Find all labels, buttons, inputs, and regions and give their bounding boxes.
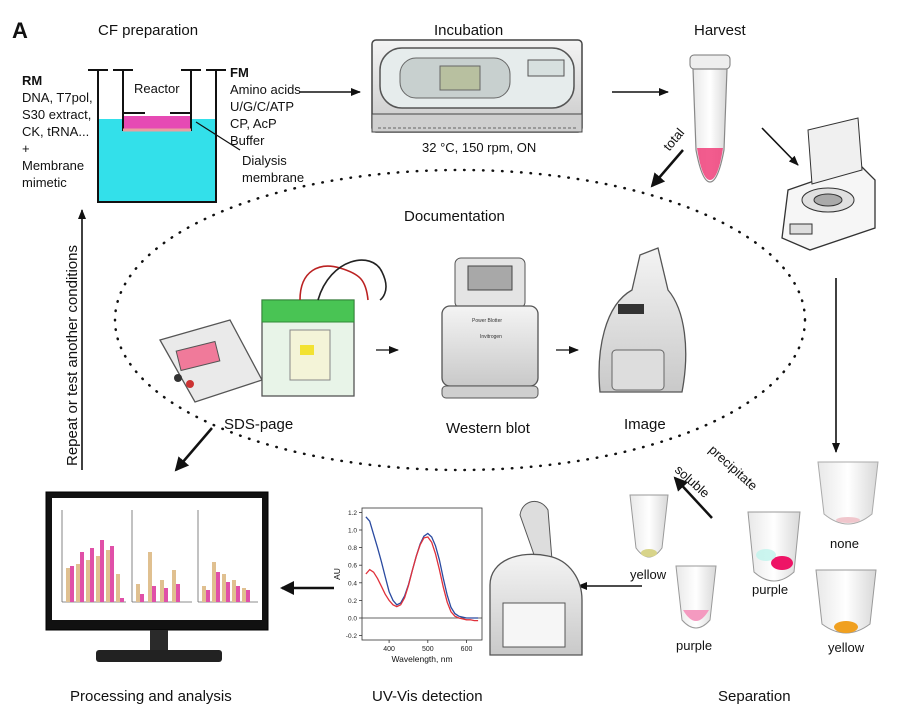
y-axis-label: AU [332, 568, 342, 580]
fm-line: Amino acids [230, 82, 301, 97]
step-uv-vis: UV-Vis detection [372, 688, 483, 705]
harvest-tube [689, 54, 731, 183]
tube-label-soluble-top: yellow [630, 567, 667, 582]
dialysis-line: membrane [242, 170, 305, 185]
arrow-total [650, 149, 684, 188]
step-image: Image [624, 416, 666, 433]
tube-label-precip-middle: purple [752, 582, 789, 597]
rm-line: mimetic [22, 175, 67, 190]
western-blot-device [441, 257, 539, 399]
tube-label-precip-bottom: yellow [828, 640, 865, 655]
y-tick-label: 0.2 [348, 598, 357, 605]
tube-precip-top [817, 461, 879, 525]
step-cf-preparation: CF preparation [98, 22, 199, 39]
tube-soluble-bottom [675, 565, 717, 629]
sds-page-apparatus [159, 259, 387, 403]
arrow-label-repeat: Repeat or test another conditions [64, 245, 81, 466]
step-western-blot: Western blot [446, 420, 530, 437]
y-tick-label: 1.0 [348, 528, 357, 535]
fm-line: CP, AcP [230, 116, 277, 131]
screen-bar-charts [61, 510, 258, 603]
x-tick-label: 600 [461, 646, 473, 653]
step-documentation: Documentation [404, 208, 505, 225]
arrow-to-centrifuge [761, 127, 799, 166]
y-tick-label: 0.0 [348, 616, 357, 623]
x-tick-label: 500 [422, 646, 434, 653]
reaction-mixture-fill [123, 116, 191, 130]
step-incubation: Incubation [434, 22, 504, 39]
centrifuge-illustration [781, 117, 876, 251]
rm-composition: RM DNA, T7pol, S30 extract, CK, tRNA... … [22, 72, 93, 191]
step-harvest: Harvest [694, 22, 746, 39]
monitor [45, 491, 269, 662]
fm-title: FM [230, 65, 249, 80]
arrow-doc-to-processing [174, 427, 213, 472]
y-tick-label: 0.4 [348, 580, 357, 587]
rm-line: DNA, T7pol, [22, 90, 93, 105]
reactor-illustration [88, 69, 241, 203]
fm-line: Buffer [230, 133, 265, 148]
step-processing: Processing and analysis [70, 688, 232, 705]
step-separation: Separation [718, 688, 791, 705]
y-tick-label: -0.2 [346, 633, 358, 640]
uv-vis-spectrophotometer [489, 500, 583, 656]
tube-label-soluble-bottom: purple [676, 638, 713, 653]
spectrum-series-line [365, 516, 479, 619]
tube-soluble-top [629, 494, 669, 558]
spectrum-series-line [365, 536, 479, 622]
chart-frame [361, 507, 483, 641]
step-sds-page: SDS-page [224, 416, 294, 433]
rm-title: RM [22, 73, 43, 88]
fm-composition: FM Amino acids U/G/C/ATP CP, AcP Buffer [230, 64, 301, 149]
arrow-precipitate-soluble [673, 476, 713, 519]
reactor-label: Reactor [134, 81, 180, 96]
rm-line: Membrane [22, 158, 85, 173]
panel-label: A [12, 18, 28, 43]
x-axis-label: Wavelength, nm [391, 654, 452, 664]
y-tick-label: 0.6 [348, 563, 357, 570]
y-tick-label: 1.2 [348, 510, 357, 517]
tube-label-precip-top: none [830, 536, 859, 551]
x-tick-label: 400 [383, 646, 395, 653]
tube-precip-bottom [815, 569, 877, 634]
rm-line: + [22, 141, 30, 156]
reactor-outer-wall [97, 70, 217, 203]
incubation-conditions: 32 °C, 150 rpm, ON [422, 140, 537, 155]
rm-line: S30 extract, [22, 107, 92, 122]
y-tick-label: 0.8 [348, 545, 357, 552]
uv-vis-spectrum-chart: 1.2 1.0 0.8 0.6 0.4 0.2 0.0 -0.2 400 500 600Wavele… [332, 507, 483, 664]
incubator-illustration [371, 39, 583, 133]
blotter-maker: Invitrogen [480, 334, 502, 340]
documentation-loop [113, 168, 807, 472]
dialysis-pointer [195, 121, 241, 151]
imager-device [598, 247, 687, 393]
dialysis-label: Dialysis membrane [242, 152, 304, 186]
blotter-brand: Power Blotter [472, 318, 503, 324]
fm-line: U/G/C/ATP [230, 99, 295, 114]
dialysis-line: Dialysis [242, 153, 287, 168]
tube-precip-middle [747, 511, 801, 582]
feeding-medium-fill [98, 119, 216, 201]
rm-line: CK, tRNA... [22, 124, 90, 139]
